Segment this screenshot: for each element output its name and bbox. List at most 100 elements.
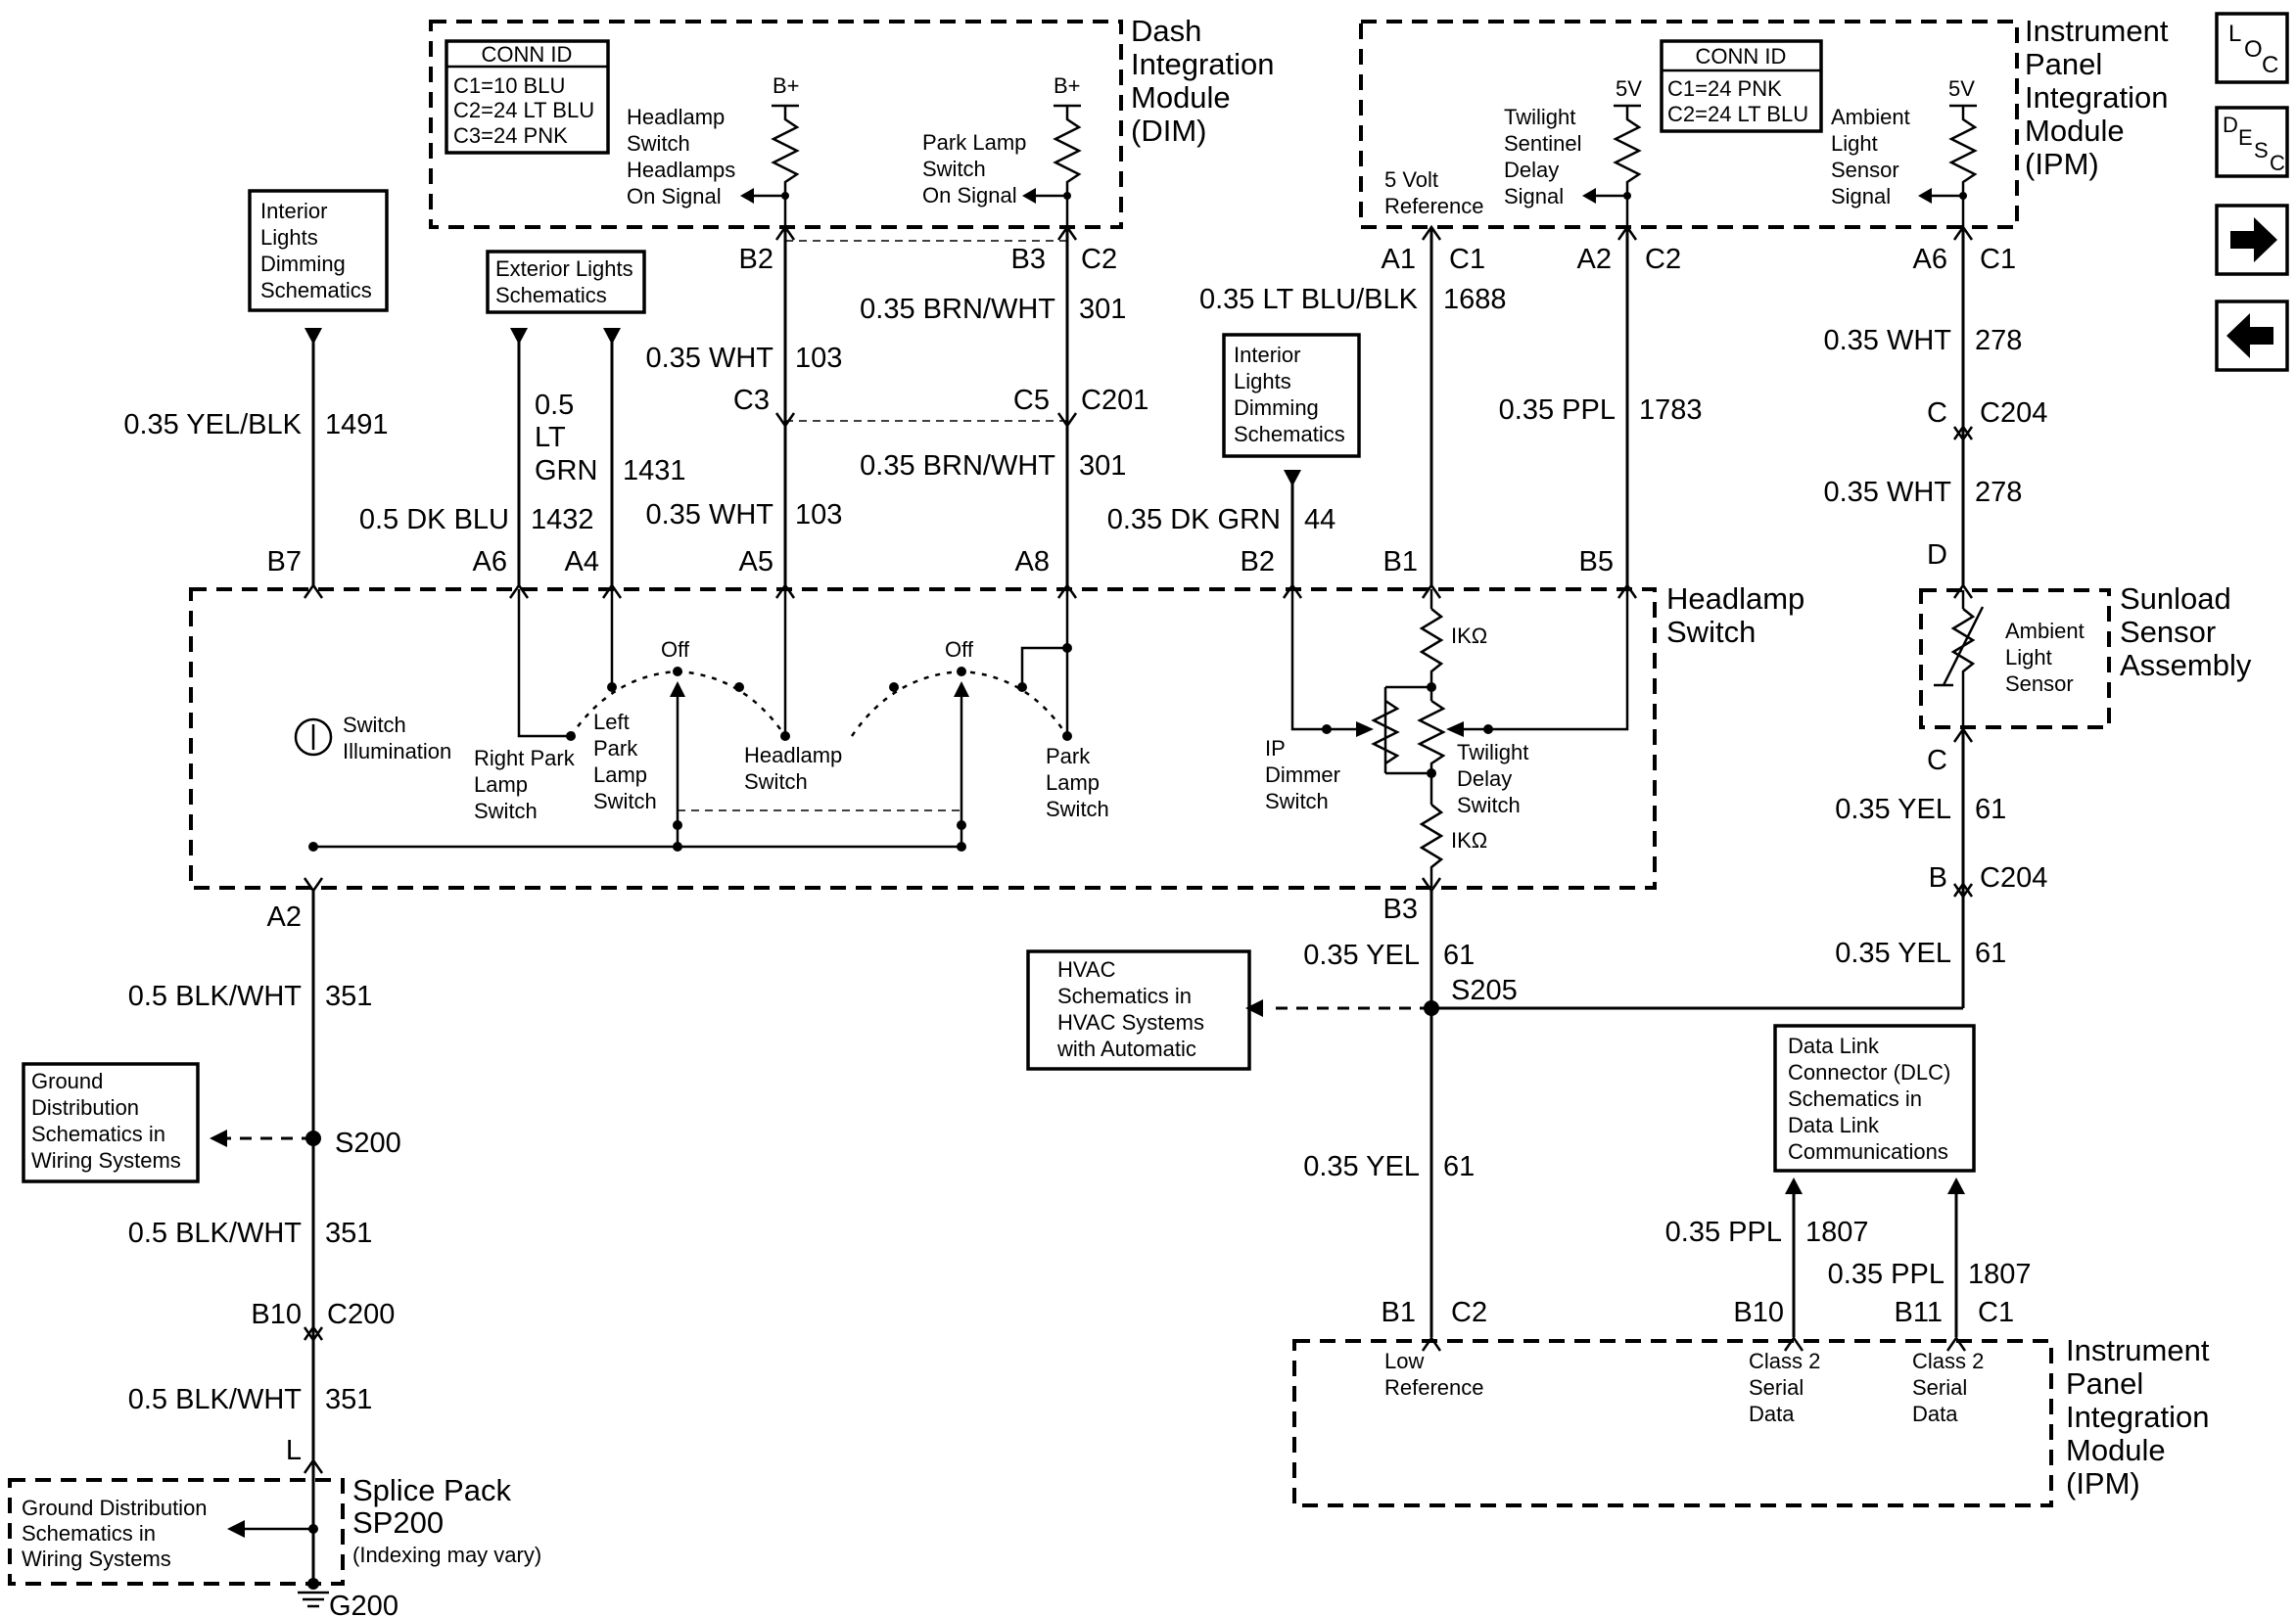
svg-text:A2: A2 (267, 901, 302, 933)
svg-text:Signal: Signal (1504, 184, 1564, 208)
ipm-top-module: Instrument Panel Integration Module (IPM… (1359, 14, 2169, 229)
svg-text:Schematics: Schematics (260, 278, 372, 302)
ipm-pullup-resistors (1582, 104, 1978, 227)
labels: Headlamp Switch Headlamps On Signal Park… (123, 73, 2084, 1617)
splice-pack-sp200: Splice Pack SP200 (Indexing may vary) (8, 1473, 541, 1586)
svg-text:B7: B7 (267, 546, 302, 578)
svg-text:Sensor: Sensor (1831, 158, 1899, 182)
desc-button[interactable]: D E S C (2215, 106, 2289, 178)
headlamp-switch-module: Headlamp Switch (189, 581, 1804, 890)
svg-text:C: C (2262, 52, 2278, 78)
svg-text:61: 61 (1443, 940, 1475, 971)
svg-text:C3: C3 (733, 385, 770, 416)
svg-text:Off: Off (661, 637, 690, 662)
svg-text:0.35 YEL: 0.35 YEL (1835, 794, 1951, 825)
ref-interior-lights-left[interactable]: Interior Lights Dimming Schematics (248, 189, 389, 312)
svg-text:B1: B1 (1382, 1297, 1416, 1328)
dim-title-4: (DIM) (1131, 114, 1206, 148)
svg-text:351: 351 (325, 1384, 372, 1415)
svg-text:Ambient: Ambient (1831, 105, 1910, 129)
svg-text:0.5 BLK/WHT: 0.5 BLK/WHT (128, 981, 303, 1012)
svg-text:0.35 LT BLU/BLK: 0.35 LT BLU/BLK (1199, 284, 1419, 315)
svg-text:Interior: Interior (1234, 343, 1300, 367)
svg-text:On Signal: On Signal (627, 184, 722, 208)
svg-text:C1=10 BLU: C1=10 BLU (453, 73, 565, 98)
svg-text:S: S (2254, 138, 2269, 162)
svg-text:Ambient: Ambient (2005, 619, 2085, 643)
splice-s200 (305, 1131, 321, 1146)
svg-text:B3: B3 (1011, 244, 1046, 275)
svg-text:E: E (2238, 125, 2253, 150)
svg-text:Serial: Serial (1749, 1375, 1804, 1400)
svg-text:1688: 1688 (1443, 284, 1507, 315)
svg-text:Switch: Switch (474, 799, 538, 823)
ref-hvac[interactable]: HVAC Schematics in HVAC Systems with Aut… (1026, 949, 1251, 1071)
svg-text:B5: B5 (1579, 546, 1614, 578)
svg-text:Left: Left (593, 710, 630, 734)
svg-text:IKΩ: IKΩ (1451, 828, 1487, 853)
svg-text:C2: C2 (1451, 1297, 1487, 1328)
svg-text:C: C (1927, 397, 1947, 429)
svg-text:Schematics in: Schematics in (1057, 984, 1192, 1008)
svg-text:L: L (2228, 21, 2241, 47)
svg-text:Twilight: Twilight (1504, 105, 1575, 129)
svg-text:LT: LT (535, 422, 566, 453)
svg-text:B2: B2 (739, 244, 773, 275)
svg-text:Instrument: Instrument (2025, 14, 2169, 48)
svg-text:Lamp: Lamp (474, 772, 528, 797)
svg-text:Sentinel: Sentinel (1504, 131, 1582, 156)
svg-text:Sunload: Sunload (2120, 581, 2231, 616)
ref-ground-distribution[interactable]: Ground Distribution Schematics in Wiring… (22, 1062, 200, 1183)
svg-text:Sensor: Sensor (2005, 671, 2074, 696)
svg-text:278: 278 (1975, 477, 2022, 508)
svg-text:0.35 PPL: 0.35 PPL (1828, 1259, 1945, 1290)
svg-text:Module: Module (2066, 1433, 2166, 1467)
svg-text:Panel: Panel (2025, 47, 2102, 81)
svg-text:Module: Module (2025, 114, 2125, 148)
svg-text:Headlamp: Headlamp (1666, 581, 1804, 616)
svg-text:B10: B10 (251, 1299, 302, 1330)
next-page-button[interactable] (2215, 204, 2289, 276)
svg-text:0.5: 0.5 (535, 390, 574, 421)
svg-text:On Signal: On Signal (922, 183, 1017, 208)
svg-text:103: 103 (795, 343, 842, 374)
ref-exterior-lights[interactable]: Exterior Lights Schematics (486, 250, 646, 314)
svg-text:B10: B10 (1733, 1297, 1784, 1328)
svg-text:Schematics in: Schematics in (31, 1122, 165, 1146)
svg-text:(IPM): (IPM) (2066, 1466, 2140, 1501)
svg-text:Switch: Switch (744, 769, 808, 794)
ref-dlc[interactable]: Data Link Connector (DLC) Schematics in … (1773, 1024, 1976, 1173)
splices (305, 1000, 1439, 1534)
loc-button[interactable]: L O C (2215, 12, 2289, 84)
ipm-bottom-module: Instrument Panel Integration Module (IPM… (1292, 1333, 2210, 1507)
svg-text:0.35 WHT: 0.35 WHT (1823, 477, 1951, 508)
previous-page-button[interactable] (2215, 300, 2289, 372)
ref-ground-distribution-sp200[interactable]: Ground Distribution Schematics in Wiring… (22, 1496, 208, 1571)
svg-text:61: 61 (1975, 794, 2006, 825)
svg-text:Switch: Switch (1457, 793, 1521, 817)
svg-text:61: 61 (1443, 1151, 1475, 1182)
svg-text:Illumination: Illumination (343, 739, 451, 763)
svg-text:Communications: Communications (1788, 1139, 1948, 1164)
svg-text:A8: A8 (1015, 546, 1050, 578)
svg-text:1491: 1491 (325, 409, 389, 440)
svg-text:5V: 5V (1948, 76, 1975, 101)
dim-title-2: Integration (1131, 47, 1275, 81)
ref-interior-lights-mid[interactable]: Interior Lights Dimming Schematics (1222, 333, 1361, 458)
ground-g200-icon (298, 1574, 329, 1608)
svg-text:B2: B2 (1241, 546, 1275, 578)
svg-text:C2=24 LT BLU: C2=24 LT BLU (1667, 102, 1808, 126)
svg-text:351: 351 (325, 981, 372, 1012)
svg-text:IP: IP (1265, 736, 1286, 761)
svg-text:0.35 BRN/WHT: 0.35 BRN/WHT (860, 294, 1055, 325)
svg-text:Right Park: Right Park (474, 746, 576, 770)
svg-text:301: 301 (1079, 450, 1126, 482)
svg-text:C3=24 PNK: C3=24 PNK (453, 123, 568, 148)
svg-text:Low: Low (1384, 1349, 1424, 1373)
svg-text:C204: C204 (1980, 397, 2047, 429)
svg-text:Park: Park (1046, 744, 1091, 768)
svg-text:1431: 1431 (623, 455, 686, 486)
svg-text:A6: A6 (473, 546, 507, 578)
svg-text:(Indexing may vary): (Indexing may vary) (352, 1543, 541, 1567)
svg-text:Instrument: Instrument (2066, 1333, 2210, 1367)
